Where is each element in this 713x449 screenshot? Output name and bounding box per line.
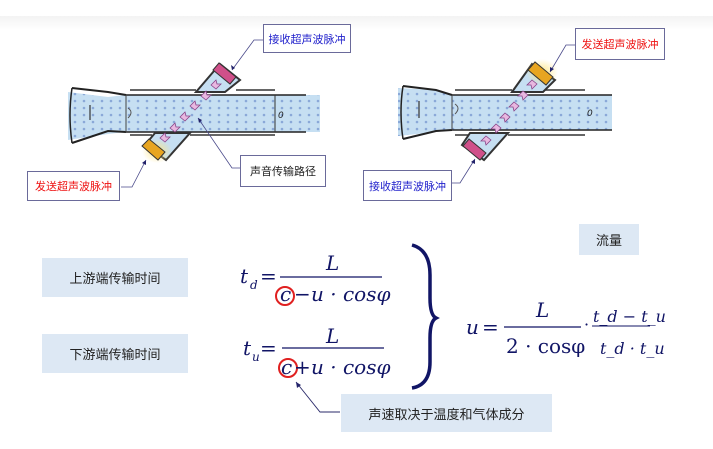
left-pipe-diagram: 0 [68, 39, 320, 188]
svg-text:=: = [482, 315, 499, 339]
top-shade [0, 16, 713, 30]
svg-text:−: − [294, 282, 311, 306]
svg-text:d: d [250, 278, 258, 292]
svg-text:t: t [240, 264, 249, 288]
formula-tu: t u = L c + u · cosφ [243, 324, 390, 413]
svg-text:L: L [325, 324, 339, 348]
svg-text:=: = [260, 264, 277, 288]
svg-text:u: u [252, 350, 260, 364]
td-c-highlight-circle [275, 286, 295, 306]
left-receive-callout: 接收超声波脉冲 [263, 24, 351, 53]
svg-text:2 · cosφ: 2 · cosφ [506, 334, 585, 358]
right-receive-callout: 接收超声波脉冲 [363, 170, 452, 201]
svg-text:t_d · t_u: t_d · t_u [600, 339, 665, 358]
svg-text:·: · [584, 315, 589, 334]
svg-text:c: c [281, 355, 292, 379]
svg-text:L: L [535, 298, 549, 322]
tu-c-highlight-circle [278, 358, 298, 378]
right-pipe-mark: 0 [587, 109, 593, 119]
formula-u: u = L 2 · cosφ · t_d − t_u t_d · t_u [466, 298, 666, 358]
top-band [0, 0, 713, 16]
left-send-callout: 发送超声波脉冲 [27, 171, 120, 201]
downstream-time-label: 下游端传输时间 [42, 334, 188, 373]
svg-text:t: t [243, 336, 252, 360]
left-pipe-mark: 0 [278, 111, 284, 121]
svg-text:=: = [260, 336, 277, 360]
svg-text:+: + [294, 355, 311, 379]
flow-label: 流量 [579, 224, 639, 255]
right-pipe-diagram: 0 [398, 44, 612, 184]
left-path-callout: 声音传输路径 [240, 155, 326, 187]
svg-text:L: L [325, 251, 339, 275]
svg-text:u: u [466, 315, 479, 339]
svg-text:t_d − t_u: t_d − t_u [593, 307, 666, 326]
formula-td: t d = L c − u · cosφ [240, 251, 390, 306]
svg-text:c: c [280, 282, 291, 306]
right-send-callout: 发送超声波脉冲 [575, 28, 665, 60]
upstream-time-label: 上游端传输时间 [42, 258, 188, 297]
right-brace [411, 243, 440, 390]
svg-text:u · cosφ: u · cosφ [311, 355, 390, 379]
svg-text:u · cosφ: u · cosφ [311, 282, 390, 306]
sound-speed-note: 声速取决于温度和气体成分 [341, 394, 552, 432]
